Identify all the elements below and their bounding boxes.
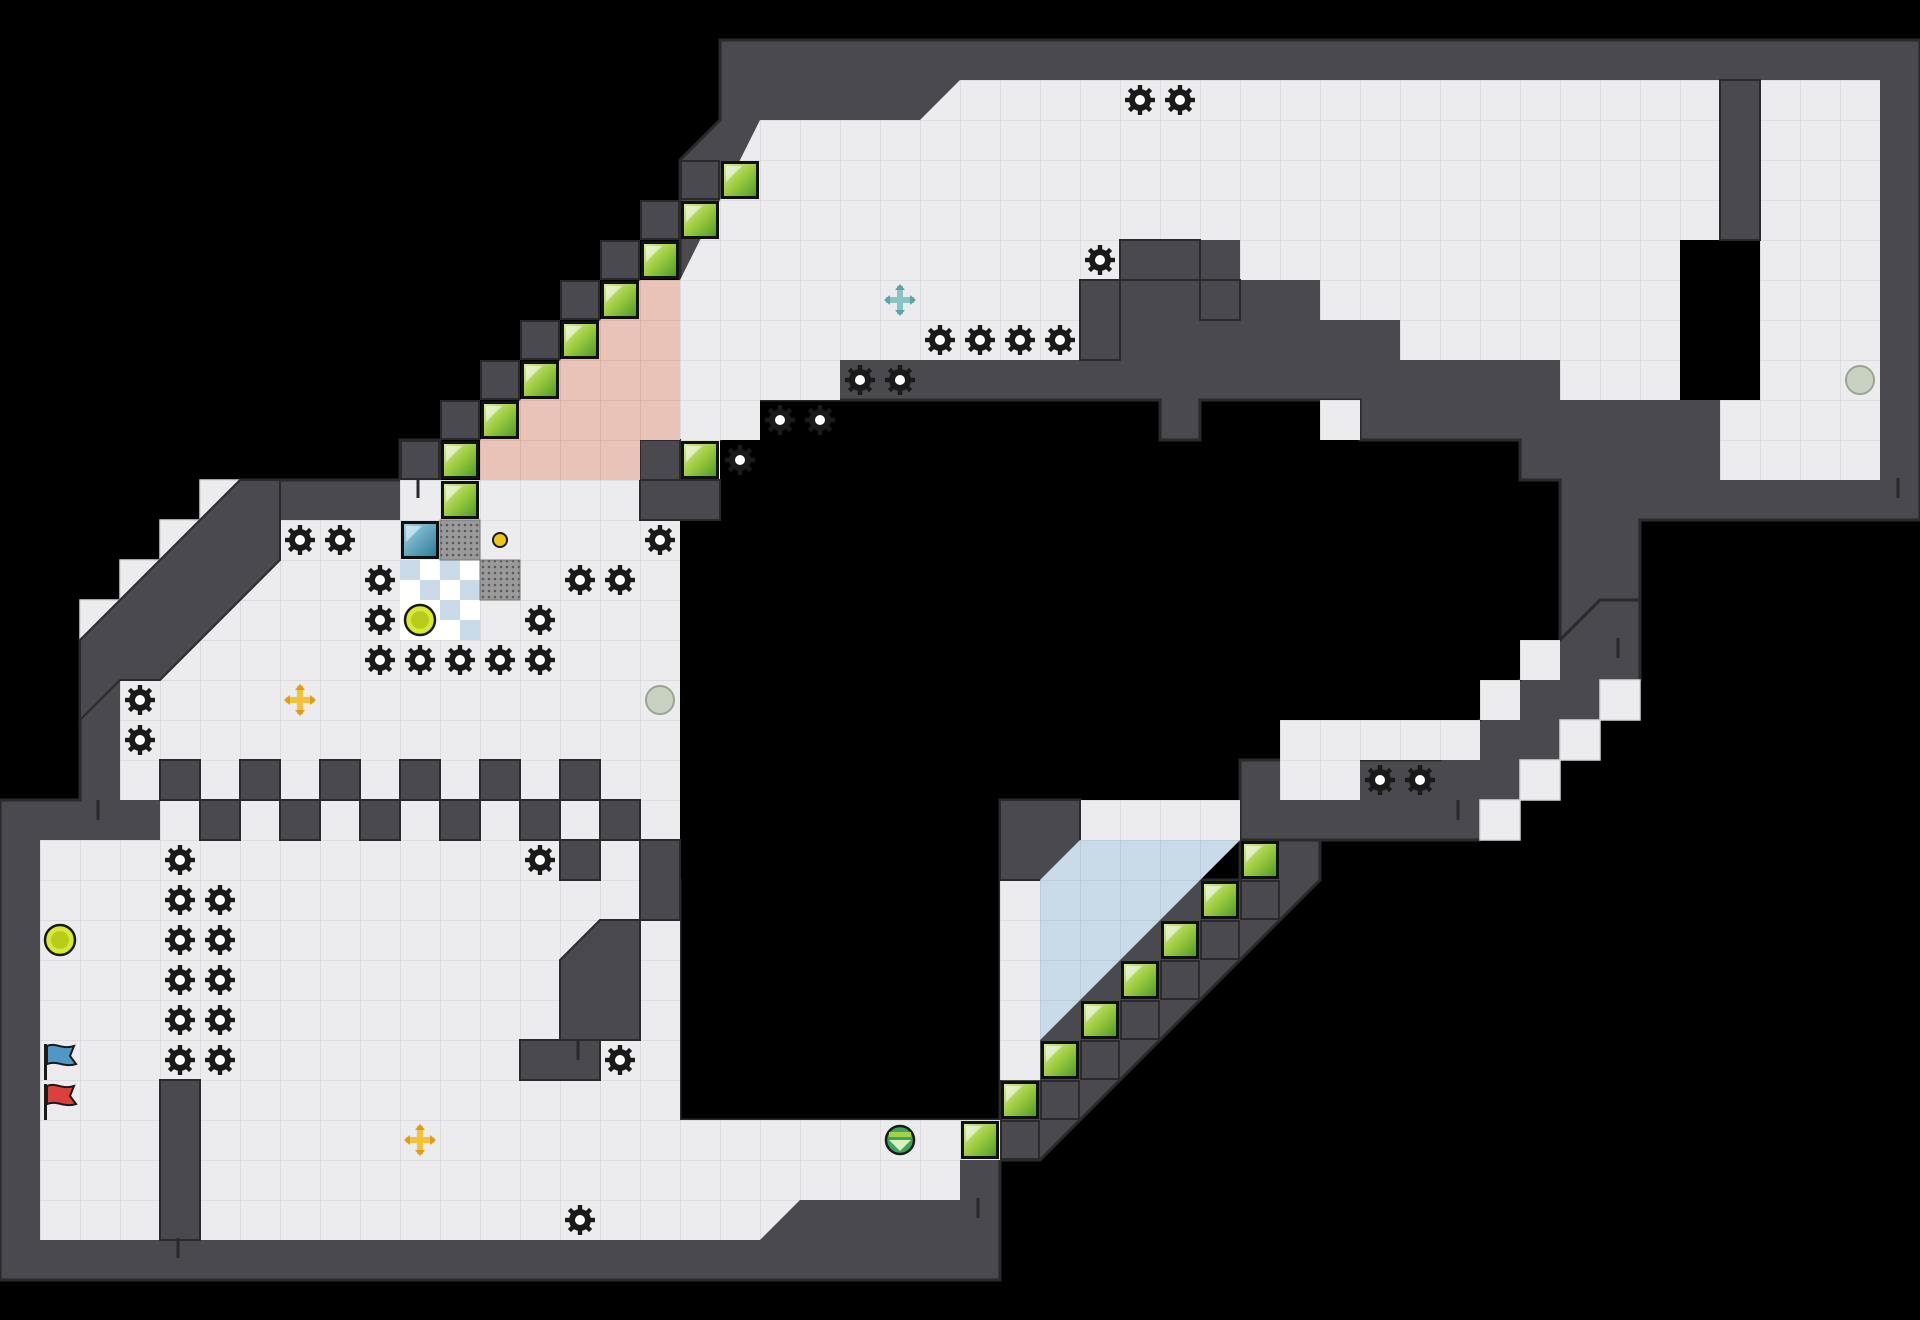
gravity-well-icon bbox=[43, 923, 77, 957]
spike-icon bbox=[1125, 85, 1155, 115]
wall-block bbox=[1200, 920, 1240, 960]
powerup-icon bbox=[404, 1124, 436, 1156]
spike-icon bbox=[805, 405, 835, 435]
speed-boost-icon bbox=[1161, 921, 1199, 959]
spike-icon bbox=[725, 445, 755, 475]
speed-boost-icon bbox=[481, 401, 519, 439]
wall-block bbox=[1240, 880, 1280, 920]
spike-icon bbox=[165, 1045, 195, 1075]
spike-icon bbox=[885, 365, 915, 395]
powerup-icon bbox=[284, 684, 316, 716]
spike-icon bbox=[1165, 85, 1195, 115]
spike-icon bbox=[525, 645, 555, 675]
spike-icon bbox=[205, 965, 235, 995]
spike-icon bbox=[605, 1045, 635, 1075]
speed-boost-icon bbox=[1241, 841, 1279, 879]
spike-icon bbox=[165, 1005, 195, 1035]
blue-flag-icon bbox=[44, 1043, 78, 1080]
wall-block bbox=[680, 160, 720, 200]
blue-team-zone bbox=[1040, 840, 1240, 1040]
gravity-well-icon bbox=[403, 603, 437, 637]
spike-icon bbox=[565, 1205, 595, 1235]
speed-boost-icon bbox=[1081, 1001, 1119, 1039]
speed-boost-icon bbox=[1041, 1041, 1079, 1079]
spike-icon bbox=[405, 645, 435, 675]
spike-icon bbox=[965, 325, 995, 355]
wall-block bbox=[640, 200, 680, 240]
spike-icon bbox=[565, 565, 595, 595]
spike-icon bbox=[525, 605, 555, 635]
spike-icon bbox=[285, 525, 315, 555]
powerup-icon bbox=[884, 284, 916, 316]
speed-boost-icon bbox=[1201, 881, 1239, 919]
spike-icon bbox=[125, 685, 155, 715]
spike-icon bbox=[765, 405, 795, 435]
ball-icon bbox=[492, 532, 508, 548]
wall-marks bbox=[96, 478, 1900, 1258]
spike-icon bbox=[365, 605, 395, 635]
spike-icon bbox=[165, 885, 195, 915]
spike-icon bbox=[165, 925, 195, 955]
spike-icon bbox=[1365, 765, 1395, 795]
red-team-zone bbox=[480, 280, 680, 480]
speed-boost-icon bbox=[1121, 961, 1159, 999]
spike-icon bbox=[165, 845, 195, 875]
spike-icon bbox=[205, 925, 235, 955]
wall-block bbox=[600, 240, 640, 280]
portal-icon bbox=[884, 1124, 916, 1156]
wall-block bbox=[560, 280, 600, 320]
spike-icon bbox=[205, 1005, 235, 1035]
spike-icon bbox=[325, 525, 355, 555]
red-flag-icon bbox=[44, 1083, 78, 1120]
wall-block bbox=[1120, 1000, 1160, 1040]
spike-icon bbox=[1045, 325, 1075, 355]
spike-icon bbox=[485, 645, 515, 675]
wall-block bbox=[520, 320, 560, 360]
speed-boost-icon bbox=[641, 241, 679, 279]
speed-boost-icon bbox=[521, 361, 559, 399]
speed-boost-icon bbox=[441, 481, 479, 519]
speed-boost-icon bbox=[441, 441, 479, 479]
spike-icon bbox=[205, 1045, 235, 1075]
speed-boost-icon bbox=[601, 281, 639, 319]
wall-block bbox=[1040, 1080, 1080, 1120]
spike-icon bbox=[645, 525, 675, 555]
speed-boost-icon bbox=[681, 201, 719, 239]
wall-block bbox=[1080, 1040, 1120, 1080]
bomb-icon bbox=[645, 685, 675, 715]
wall-block bbox=[1160, 960, 1200, 1000]
spike-icon bbox=[445, 645, 475, 675]
voids bbox=[1680, 240, 1760, 400]
wall-block bbox=[1000, 1120, 1040, 1160]
wall-block bbox=[480, 360, 520, 400]
spike-icon bbox=[525, 845, 555, 875]
speed-boost-icon bbox=[561, 321, 599, 359]
speed-boost-icon bbox=[721, 161, 759, 199]
bomb-icon bbox=[1845, 365, 1875, 395]
wall-block bbox=[400, 440, 440, 480]
speed-boost-icon bbox=[1001, 1081, 1039, 1119]
wall-block bbox=[440, 400, 480, 440]
speed-boost-icon bbox=[961, 1121, 999, 1159]
spike-icon bbox=[845, 365, 875, 395]
spike-icon bbox=[605, 565, 635, 595]
gate-icon bbox=[401, 521, 439, 559]
spike-icon bbox=[365, 565, 395, 595]
spike-icon bbox=[925, 325, 955, 355]
spike-icon bbox=[165, 965, 195, 995]
spike-icon bbox=[205, 885, 235, 915]
speed-boost-icon bbox=[681, 441, 719, 479]
spike-icon bbox=[1405, 765, 1435, 795]
spike-icon bbox=[125, 725, 155, 755]
spike-icon bbox=[1085, 245, 1115, 275]
spike-icon bbox=[1005, 325, 1035, 355]
spike-icon bbox=[365, 645, 395, 675]
